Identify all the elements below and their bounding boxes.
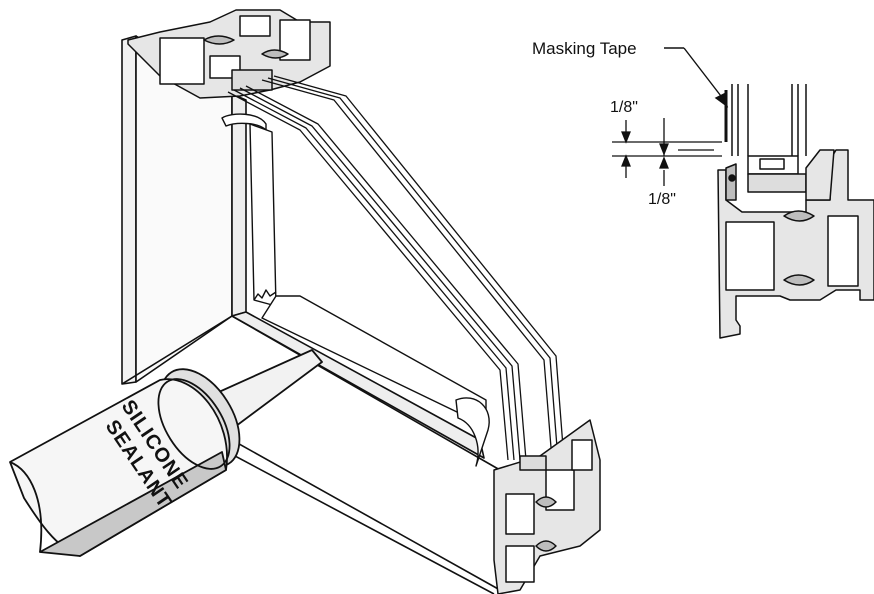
leader-diagonal (683, 47, 725, 101)
bottom-thermal-break-2 (535, 540, 557, 552)
detail-cross-section (717, 84, 874, 339)
label-dim-top: 1/8" (610, 99, 638, 116)
glass-line-6 (267, 77, 559, 461)
glass-line-1 (227, 91, 509, 461)
tube-back-rim (9, 461, 43, 553)
detail-setting-block (725, 163, 737, 201)
glass-recess-left (231, 93, 247, 317)
glass-recess-bottom (231, 311, 485, 459)
window-frame (121, 35, 501, 594)
tape-vertical-strip (249, 123, 277, 307)
label-masking-tape: Masking Tape (532, 39, 637, 58)
bottom-chamber-3 (505, 545, 535, 583)
label-dim-bottom: 1/8" (648, 191, 676, 208)
insulated-glass-unit (227, 75, 565, 461)
detail-chamber-2 (827, 215, 859, 287)
bottom-thermal-break (535, 496, 557, 508)
tube-shadow (39, 451, 227, 557)
frame-left-leg (121, 35, 137, 385)
frame-bottom-sill-2 (219, 447, 495, 594)
glass-line-4 (245, 85, 527, 461)
top-profile-thermal-break-2 (261, 49, 289, 59)
dim-bot-arrowhead-down (659, 143, 669, 156)
top-spacer (231, 69, 273, 91)
bottom-glazing-bead (571, 439, 593, 471)
detail-thermal-break-1 (783, 210, 815, 222)
glass-line-5 (261, 79, 553, 461)
tape-curl-end (455, 397, 490, 467)
tube-front-rim (157, 378, 231, 470)
detail-spacer-inner (759, 158, 785, 170)
top-extrusion-profile (127, 9, 331, 99)
masking-tape-leader (664, 47, 729, 108)
detail-backer-rod (728, 174, 736, 182)
dim-bot-arrowhead-up (659, 156, 669, 169)
detail-glazing-bead (805, 149, 835, 201)
bottom-chamber-1 (505, 493, 535, 535)
frame-bottom-sill (231, 439, 501, 591)
top-profile-chamber-2 (239, 15, 271, 37)
glass-line-2 (233, 89, 515, 461)
bottom-extrusion-profile (493, 419, 601, 594)
top-profile-thermal-break (203, 35, 235, 45)
glass-line-7 (273, 75, 565, 461)
applied-masking-tape (221, 113, 490, 467)
detail-thermal-break-2 (783, 274, 815, 286)
sealant-tube (9, 349, 323, 557)
leader-arrowhead (714, 92, 729, 108)
detail-sealant-bed (747, 173, 807, 193)
glass-line-3 (239, 87, 521, 461)
dim-top-arrowhead-down (621, 131, 631, 144)
dim-top-arrowhead-up (621, 154, 631, 167)
dimension-marks (612, 118, 722, 186)
top-profile-chamber-1 (159, 37, 205, 85)
tape-torn-end (253, 289, 277, 301)
bottom-spacer (519, 455, 547, 471)
detail-chamber-1 (725, 221, 775, 291)
